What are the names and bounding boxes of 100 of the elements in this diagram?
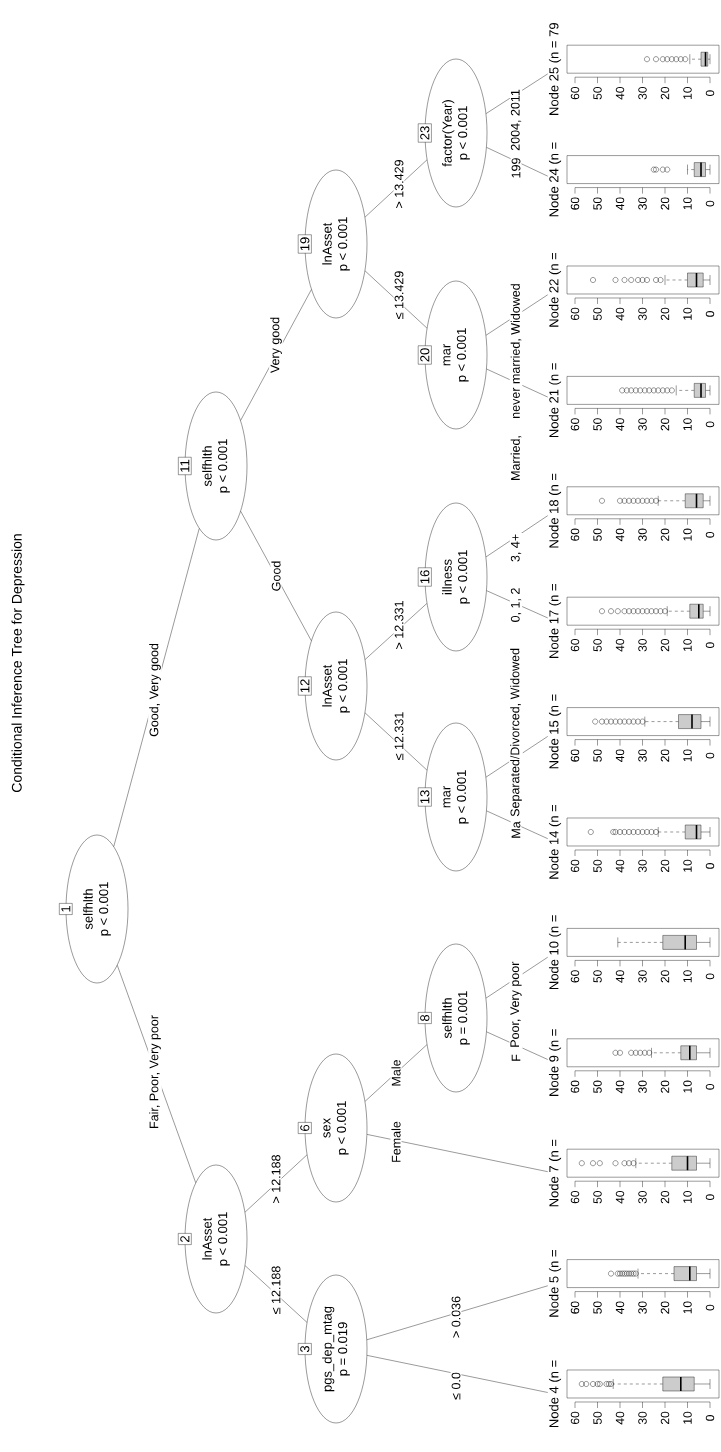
tick-label: 60 xyxy=(570,1301,580,1314)
tick-label: 30 xyxy=(638,639,647,652)
tick-label: 60 xyxy=(570,970,580,983)
leaf-label: Node 15 (n = xyxy=(548,694,562,769)
node-number: 16 xyxy=(418,567,432,587)
tick-label: 10 xyxy=(683,1191,692,1203)
tick-label: 0 xyxy=(705,1415,715,1421)
edge-label: Female xyxy=(390,1120,402,1164)
tick-label: 0 xyxy=(705,752,715,759)
tick-label: 40 xyxy=(615,307,625,321)
tick-label: 40 xyxy=(615,639,625,652)
edge-label: Very good xyxy=(269,315,283,375)
tick-label: 20 xyxy=(660,1301,670,1314)
tick-label: 40 xyxy=(615,1080,625,1094)
tick-label: 20 xyxy=(660,528,670,541)
tick-label: 40 xyxy=(615,418,625,431)
edge-label: 0, 1, 2 xyxy=(509,586,523,624)
tick-label: 20 xyxy=(660,970,670,983)
tick-label: 0 xyxy=(705,531,715,538)
edge-line xyxy=(486,810,548,839)
edge-label: > 13.429 xyxy=(393,158,405,210)
tick-label: 60 xyxy=(570,749,580,762)
tick-label: 10 xyxy=(683,1411,692,1424)
tick-label: 0 xyxy=(705,1194,715,1201)
tick-label: 50 xyxy=(593,87,602,100)
edge-label: ≤ 12.331 xyxy=(393,710,405,762)
tick-label: 50 xyxy=(593,197,602,210)
tick-label: 20 xyxy=(660,859,670,873)
edge-label: > 12.331 xyxy=(393,599,405,651)
tick-label: 10 xyxy=(683,418,692,431)
tick-label: 40 xyxy=(615,749,625,762)
tick-label: 20 xyxy=(660,1191,670,1204)
node-number: 19 xyxy=(298,234,312,254)
edge-label: ≤ 13.429 xyxy=(393,269,405,321)
tick-label: 30 xyxy=(638,528,647,541)
edge-line xyxy=(366,1285,548,1340)
tick-label: 20 xyxy=(660,749,670,762)
tick-label: 60 xyxy=(570,1080,580,1093)
node-number: 1 xyxy=(59,903,73,915)
leaf-label: Node 5 (n = xyxy=(548,1250,562,1317)
tick-label: 0 xyxy=(705,200,715,207)
edge-label: Fair, Poor, Very poor xyxy=(148,1014,162,1130)
edge-label: Poor, Very poor xyxy=(509,960,523,1049)
tick-label: 10 xyxy=(683,528,692,541)
tick-label: 30 xyxy=(638,418,647,431)
edge-line xyxy=(364,1044,428,1102)
edge-label: F xyxy=(510,1053,522,1063)
tick-label: 0 xyxy=(705,1083,715,1090)
tick-label: 40 xyxy=(615,528,625,542)
leaf-label: Node 22 (n = xyxy=(548,252,562,327)
tick-label: 40 xyxy=(615,197,625,210)
tick-label: 20 xyxy=(660,418,670,431)
edge-line xyxy=(366,1355,548,1393)
tick-label: 50 xyxy=(593,307,602,321)
node-number: 8 xyxy=(418,1012,432,1024)
leaf-label: Node 21 (n = xyxy=(548,363,562,438)
tick-label: 40 xyxy=(615,1411,625,1425)
tick-label: 10 xyxy=(683,197,692,210)
tick-label: 60 xyxy=(570,528,580,541)
tick-label: 60 xyxy=(570,639,580,652)
tick-label: 0 xyxy=(705,1304,715,1311)
leaf-label: Node 7 (n = xyxy=(548,1139,562,1207)
tick-label: 50 xyxy=(593,859,602,873)
tick-label: 30 xyxy=(638,197,647,210)
tick-label: 50 xyxy=(593,1301,602,1314)
node-number: 20 xyxy=(418,345,432,365)
tick-label: 30 xyxy=(638,970,647,983)
leaf-label: Node 17 (n = xyxy=(548,584,562,658)
edge-label: ≤ 0.0 xyxy=(450,1371,462,1401)
tick-label: 30 xyxy=(638,1080,647,1093)
leaf-label: Node 25 (n = 79 xyxy=(548,23,562,115)
tick-label: 0 xyxy=(705,90,715,97)
leaf-label: Node 4 (n = xyxy=(548,1360,562,1428)
edge-line xyxy=(364,712,428,771)
edge-label: never married, Widowed xyxy=(509,282,523,420)
edge-line xyxy=(366,1134,548,1172)
tick-label: 60 xyxy=(570,307,580,321)
tick-label: 50 xyxy=(593,1191,602,1204)
tick-label: 50 xyxy=(593,1411,602,1425)
node-number: 11 xyxy=(178,457,192,475)
tick-label: 60 xyxy=(570,418,580,431)
tick-label: 20 xyxy=(660,87,670,100)
tick-label: 40 xyxy=(615,970,625,983)
tick-label: 10 xyxy=(683,1080,692,1093)
tick-label: 30 xyxy=(638,749,647,762)
tick-label: 60 xyxy=(570,1411,580,1425)
edge-label: > 0.036 xyxy=(450,1294,462,1339)
edge-label: ≤ 12.188 xyxy=(270,1264,282,1316)
edge-label: 3, 4+ xyxy=(509,532,523,564)
edge-line xyxy=(364,603,428,660)
tick-label: 20 xyxy=(660,1080,670,1093)
tick-label: 50 xyxy=(593,418,602,431)
tick-label: 60 xyxy=(570,1191,580,1204)
tick-label: 30 xyxy=(638,87,647,100)
tick-label: 50 xyxy=(593,1080,602,1093)
edge-label: Separated/Divorced, Widowed xyxy=(509,646,523,818)
tick-label: 60 xyxy=(570,197,580,210)
tick-label: 40 xyxy=(615,859,625,873)
tick-label: 10 xyxy=(683,859,692,872)
tick-label: 10 xyxy=(683,307,692,320)
